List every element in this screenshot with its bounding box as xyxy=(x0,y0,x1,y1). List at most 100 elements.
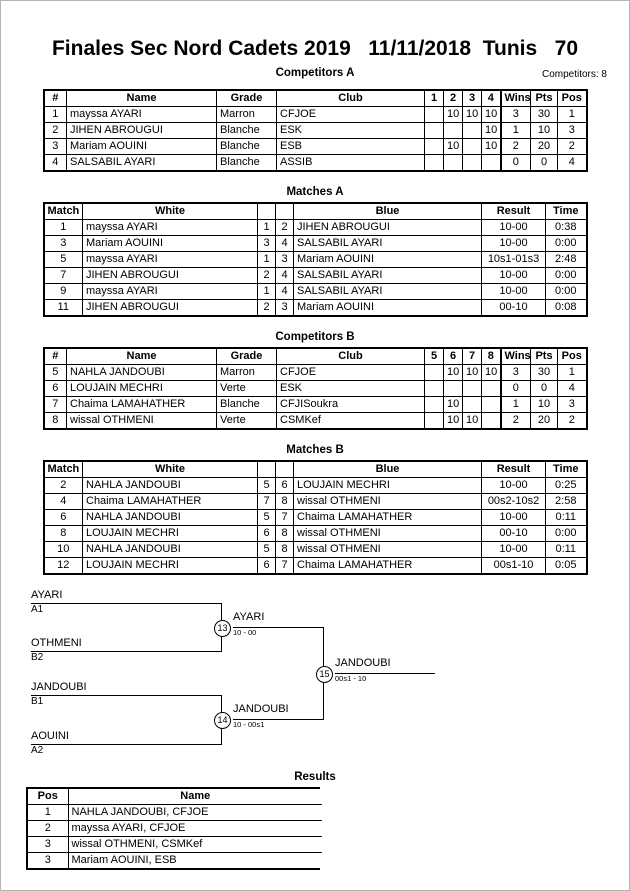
col-match: Match xyxy=(44,462,83,478)
table-row: 6 LOUJAIN MECHRI Verte ESK 0 0 4 xyxy=(44,380,586,397)
bracket-entry-name: AOUINI xyxy=(31,730,69,742)
col-result: Result xyxy=(481,462,546,478)
cell-blue: JIHEN ABROUGUI xyxy=(293,219,482,236)
cell-m4: 10 xyxy=(481,138,501,155)
col-num: # xyxy=(44,349,67,365)
table-row: 1 mayssa AYARI 1 2 JIHEN ABROUGUI 10-00 … xyxy=(44,219,586,236)
cell-match: 7 xyxy=(44,267,83,284)
results-table-wrap: Pos Name 1 NAHLA JANDOUBI, CFJOE 2 mayss… xyxy=(26,787,322,870)
table-row: 1 NAHLA JANDOUBI, CFJOE xyxy=(28,804,322,821)
cell-time: 2:48 xyxy=(545,251,586,268)
col-white: White xyxy=(82,462,258,478)
cell-blue: Chaima LAMAHATHER xyxy=(293,557,482,573)
cell-blue: SALSABIL AYARI xyxy=(293,267,482,284)
cell-m2 xyxy=(443,154,463,170)
col-m3: 3 xyxy=(462,91,482,107)
cell-white-seed: 2 xyxy=(257,267,276,284)
table-row: 5 NAHLA JANDOUBI Marron CFJOE 10 10 10 3… xyxy=(44,364,586,381)
cell-white: mayssa AYARI xyxy=(82,219,258,236)
cell-m3 xyxy=(462,154,482,170)
cell-blue: wissal OTHMENI xyxy=(293,493,482,510)
table-row: 6 NAHLA JANDOUBI 5 7 Chaima LAMAHATHER 1… xyxy=(44,509,586,526)
bracket-score: 10 - 00s1 xyxy=(233,720,265,729)
bracket-entry-name: JANDOUBI xyxy=(31,681,87,693)
cell-num: 5 xyxy=(44,364,67,381)
competitors-count: Competitors: 8 xyxy=(541,69,607,80)
cell-pos: 1 xyxy=(28,804,69,821)
cell-pos: 4 xyxy=(557,154,586,170)
cell-white: JIHEN ABROUGUI xyxy=(82,267,258,284)
cell-pts: 20 xyxy=(530,412,558,428)
col-name: Name xyxy=(66,91,217,107)
cell-result: 10-00 xyxy=(481,219,546,236)
col-grade: Grade xyxy=(216,91,277,107)
col-match: Match xyxy=(44,204,83,220)
col-pts: Pts xyxy=(530,91,558,107)
cell-wins: 3 xyxy=(499,106,531,123)
cell-m2: 10 xyxy=(443,138,463,155)
cell-time: 2:58 xyxy=(545,493,586,510)
bracket-line xyxy=(31,603,221,604)
cell-result: 10-00 xyxy=(481,283,546,300)
cell-blue-seed: 2 xyxy=(275,219,294,236)
cell-match: 3 xyxy=(44,235,83,252)
cell-time: 0:08 xyxy=(545,299,586,315)
col-m5: 5 xyxy=(424,349,444,365)
cell-club: CSMKef xyxy=(276,412,425,428)
cell-match: 10 xyxy=(44,541,83,558)
col-time: Time xyxy=(545,204,586,220)
cell-blue: LOUJAIN MECHRI xyxy=(293,477,482,494)
cell-m6: 10 xyxy=(443,364,463,381)
col-pos: Pos xyxy=(28,789,69,805)
cell-m2: 10 xyxy=(443,106,463,123)
cell-name: mayssa AYARI, CFJOE xyxy=(67,820,322,837)
cell-result: 10-00 xyxy=(481,477,546,494)
cell-white: NAHLA JANDOUBI xyxy=(82,477,258,494)
cell-m4 xyxy=(481,154,501,170)
col-m8: 8 xyxy=(481,349,501,365)
cell-blue-seed: 6 xyxy=(275,477,294,494)
competitors-a-table-wrap: # Name Grade Club 1 2 3 4 Wins Pts Pos 1… xyxy=(42,89,588,172)
cell-m1 xyxy=(424,138,444,155)
page-title: Finales Sec Nord Cadets 2019 11/11/2018 … xyxy=(51,37,579,60)
bracket-line xyxy=(233,627,323,628)
col-blue-seed xyxy=(275,462,294,478)
table-row: 9 mayssa AYARI 1 4 SALSABIL AYARI 10-00 … xyxy=(44,283,586,300)
cell-result: 10-00 xyxy=(481,541,546,558)
bracket-match-number: 15 xyxy=(316,666,333,683)
bracket-score: 00s1 - 10 xyxy=(335,674,367,683)
cell-time: 0:25 xyxy=(545,477,586,494)
cell-white-seed: 5 xyxy=(257,477,276,494)
table-row: 1 mayssa AYARI Marron CFJOE 10 10 10 3 3… xyxy=(44,106,586,123)
cell-time: 0:00 xyxy=(545,235,586,252)
cell-blue-seed: 4 xyxy=(275,267,294,284)
col-white-seed xyxy=(257,462,276,478)
cell-result: 10-00 xyxy=(481,235,546,252)
cell-match: 6 xyxy=(44,509,83,526)
cell-num: 3 xyxy=(44,138,67,155)
cell-white: NAHLA JANDOUBI xyxy=(82,541,258,558)
bracket-score: 10 - 00 xyxy=(233,628,257,637)
matches-b-table-wrap: Match White Blue Result Time 2 NAHLA JAN… xyxy=(42,460,588,575)
cell-num: 6 xyxy=(44,380,67,397)
table-header-row: Match White Blue Result Time xyxy=(44,462,586,478)
cell-name: wissal OTHMENI, CSMKef xyxy=(67,836,322,853)
cell-pts: 10 xyxy=(530,122,558,139)
cell-white: NAHLA JANDOUBI xyxy=(82,509,258,526)
cell-blue-seed: 8 xyxy=(275,525,294,542)
cell-pos: 2 xyxy=(557,412,586,428)
cell-name: Mariam AOUINI, ESB xyxy=(67,852,322,868)
cell-wins: 1 xyxy=(499,396,531,413)
cell-wins: 2 xyxy=(499,412,531,428)
cell-name: Mariam AOUINI xyxy=(66,138,217,155)
cell-white-seed: 5 xyxy=(257,509,276,526)
cell-grade: Blanche xyxy=(216,396,277,413)
cell-m7: 10 xyxy=(462,412,482,428)
cell-m5 xyxy=(424,396,444,413)
cell-num: 7 xyxy=(44,396,67,413)
cell-m2 xyxy=(443,122,463,139)
cell-white-seed: 2 xyxy=(257,299,276,315)
cell-wins: 3 xyxy=(499,364,531,381)
cell-m3: 10 xyxy=(462,106,482,123)
col-club: Club xyxy=(276,349,425,365)
